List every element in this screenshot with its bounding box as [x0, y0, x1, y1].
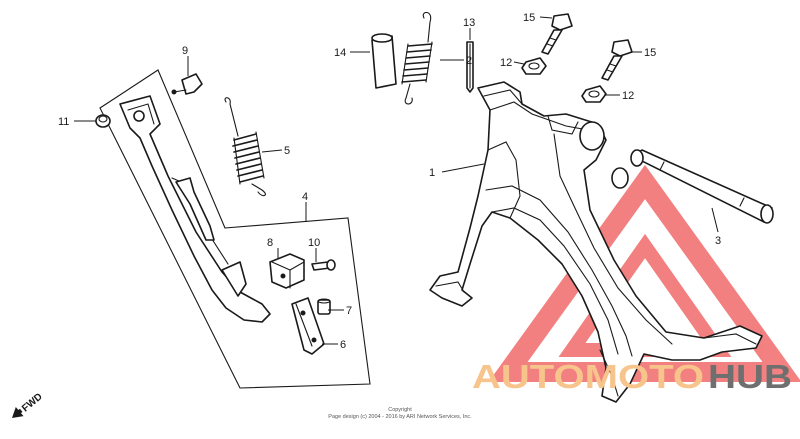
callout-8: 8 — [267, 237, 273, 249]
collar-14 — [371, 33, 397, 89]
main-stand-1 — [429, 81, 763, 403]
callout-12-bottom: 12 — [622, 90, 634, 102]
callout-15-top: 15 — [523, 12, 535, 24]
callout-15-bottom: 15 — [644, 47, 656, 59]
nut-12-bottom — [581, 85, 607, 103]
watermark-text-part1: AUTOMOTO — [472, 358, 704, 395]
svg-text:AUTOMOTO: AUTOMOTO — [472, 358, 704, 395]
spring-5 — [224, 97, 266, 197]
callout-6: 6 — [340, 339, 346, 351]
leader-lines — [74, 16, 719, 345]
nut-12-top — [521, 57, 547, 75]
cotter-pin-13 — [466, 41, 474, 93]
bracket-8 — [269, 253, 305, 289]
callout-7: 7 — [346, 305, 352, 317]
callout-5: 5 — [284, 145, 290, 157]
rubber-pad-6 — [291, 297, 325, 355]
forward-direction-indicator: FWD — [12, 391, 45, 418]
side-stand-group-outline — [99, 69, 371, 389]
forward-arrow-icon — [12, 406, 24, 418]
footer-copyright: Copyright — [388, 407, 412, 413]
footer-page-design: Page design (c) 2004 - 2016 by ARI Netwo… — [328, 414, 472, 420]
callout-3: 3 — [715, 235, 721, 247]
callout-11: 11 — [58, 116, 69, 128]
collar-7 — [317, 298, 331, 315]
bolt-15-top — [541, 13, 573, 55]
spring-2 — [401, 11, 433, 105]
callout-2: 2 — [466, 55, 472, 67]
fwd-label: FWD — [20, 391, 45, 414]
callout-14: 14 — [334, 47, 346, 59]
callout-10: 10 — [308, 237, 320, 249]
callout-4: 4 — [302, 191, 308, 203]
callout-labels: 1 2 3 4 5 6 7 8 9 10 11 12 12 13 14 15 1… — [58, 12, 721, 351]
callout-9: 9 — [182, 45, 188, 57]
bolt-9 — [171, 73, 203, 95]
svg-text:HUB: HUB — [708, 358, 792, 395]
watermark-text: AUTOMOTO HUB — [472, 358, 792, 395]
callout-1: 1 — [429, 167, 435, 179]
side-stand-arm — [119, 95, 271, 323]
nut-11 — [95, 114, 111, 128]
watermark-text-part2: HUB — [708, 358, 792, 395]
bolt-15-bottom — [601, 39, 633, 81]
pivot-shaft-3 — [630, 149, 774, 224]
bolt-10 — [311, 259, 336, 271]
callout-13: 13 — [463, 17, 475, 29]
callout-12-top: 12 — [500, 57, 512, 69]
